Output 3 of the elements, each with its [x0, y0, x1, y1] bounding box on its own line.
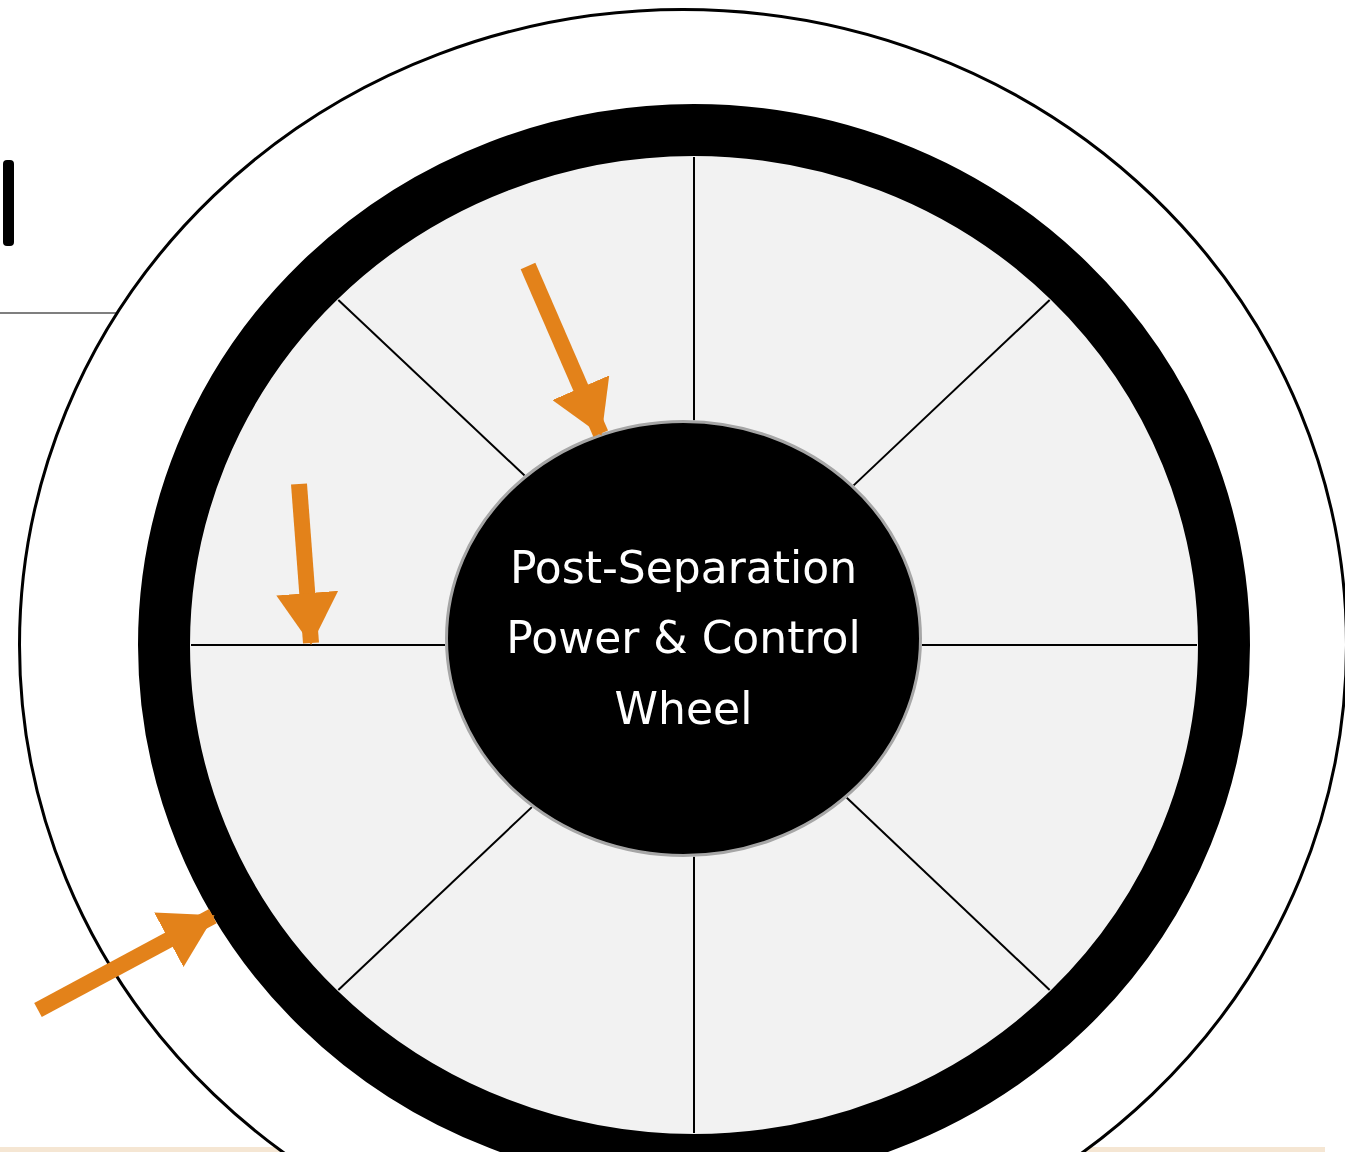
arrow [34, 909, 217, 1018]
wheel-title: Post-Separation Power & Control Wheel [505, 540, 862, 736]
arrow [520, 262, 610, 437]
